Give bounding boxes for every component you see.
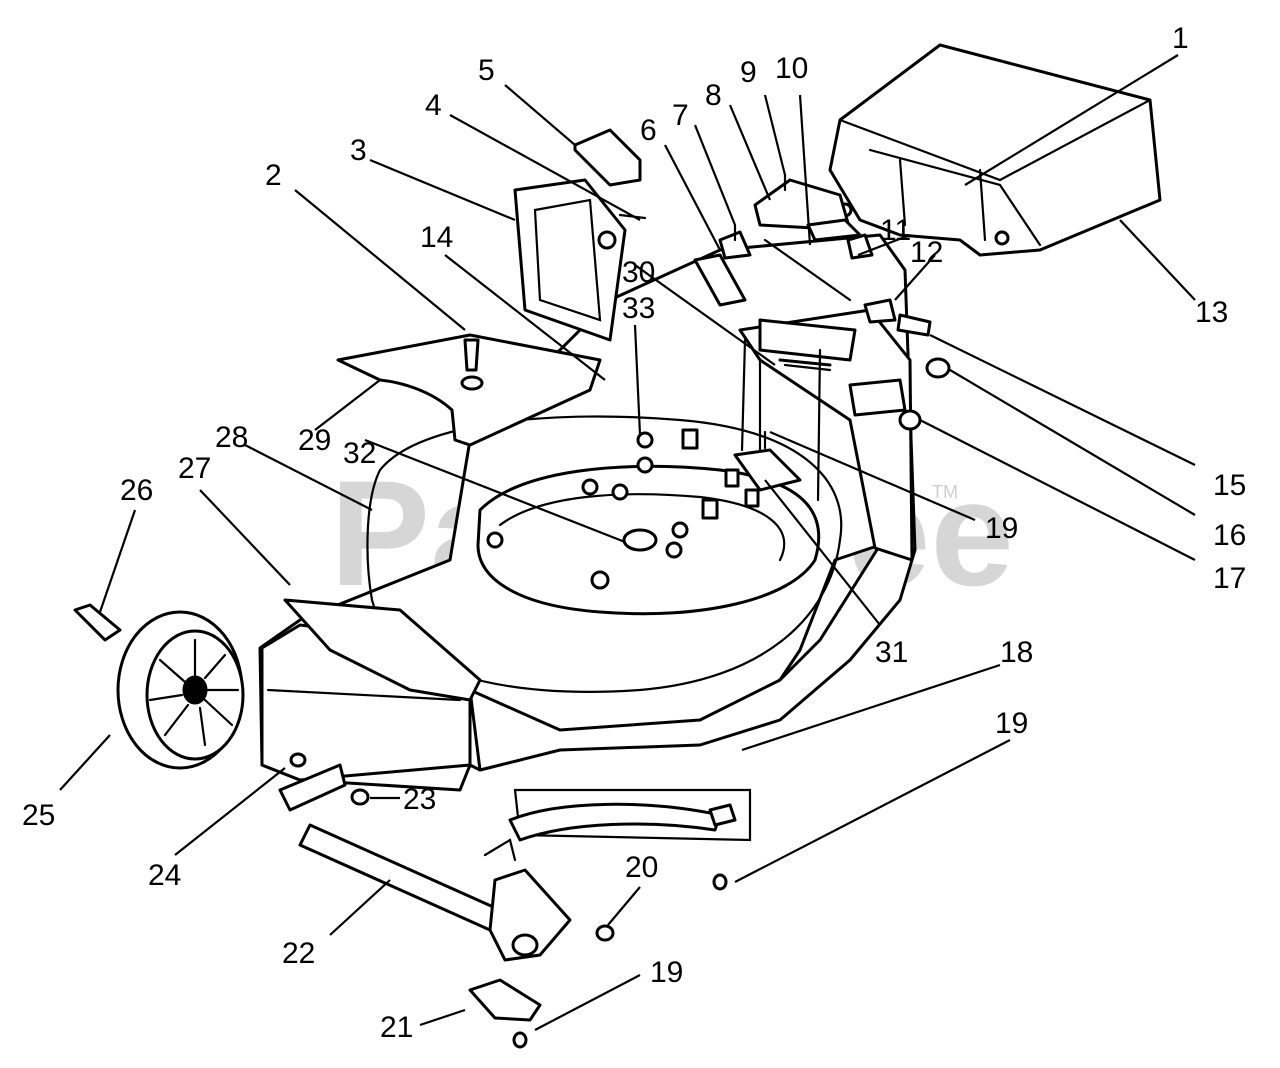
callout-22: 22 (282, 937, 315, 970)
front-baffle (283, 598, 482, 702)
rear-discharge-chute (738, 308, 914, 562)
callout-16: 16 (1213, 519, 1246, 552)
callout-30: 30 (622, 256, 655, 289)
callout-29: 29 (298, 424, 331, 457)
callout-15: 15 (1213, 469, 1246, 502)
callout-25: 25 (22, 799, 55, 832)
callout-17: 17 (1213, 562, 1246, 595)
callout-7: 7 (672, 99, 689, 132)
callout-3: 3 (350, 134, 367, 167)
height-adjust-axle (278, 763, 752, 962)
callout-12: 12 (910, 236, 943, 269)
callout-19-lower: 19 (650, 956, 683, 989)
side-chute-door (513, 178, 627, 342)
callout-23: 23 (403, 783, 436, 816)
callout-19-right: 19 (995, 707, 1028, 740)
callout-21: 21 (380, 1011, 413, 1044)
callout-8: 8 (705, 79, 722, 112)
callout-1: 1 (1172, 22, 1189, 55)
leader-lines (59, 54, 1196, 1031)
callout-5: 5 (478, 54, 495, 87)
deck-hardware (486, 358, 832, 590)
callout-4: 4 (425, 89, 442, 122)
callout-19-upper: 19 (985, 512, 1018, 545)
lower-hardware (289, 752, 737, 1049)
mulch-plate (336, 333, 602, 447)
callout-9: 9 (740, 56, 757, 89)
watermark-trademark: TM (932, 482, 958, 502)
callout-33: 33 (622, 292, 655, 325)
callout-13: 13 (1195, 296, 1228, 329)
callout-20: 20 (625, 851, 658, 884)
wheel (73, 603, 245, 770)
callout-31: 31 (875, 636, 908, 669)
callout-11: 11 (880, 214, 911, 247)
callout-18: 18 (1000, 636, 1033, 669)
callout-26: 26 (120, 474, 153, 507)
callout-24: 24 (148, 859, 181, 892)
rear-flap-housing (828, 43, 1162, 257)
callout-28: 28 (215, 421, 248, 454)
callout-6: 6 (640, 114, 657, 147)
callout-labels: 1 2 3 4 5 6 7 8 9 10 11 12 13 14 15 16 1… (22, 22, 1246, 1044)
callout-2: 2 (265, 159, 282, 192)
callout-27: 27 (178, 452, 211, 485)
callout-14: 14 (420, 221, 453, 254)
callout-32: 32 (343, 437, 376, 470)
upper-small-parts (573, 128, 951, 450)
callout-10: 10 (775, 52, 808, 85)
